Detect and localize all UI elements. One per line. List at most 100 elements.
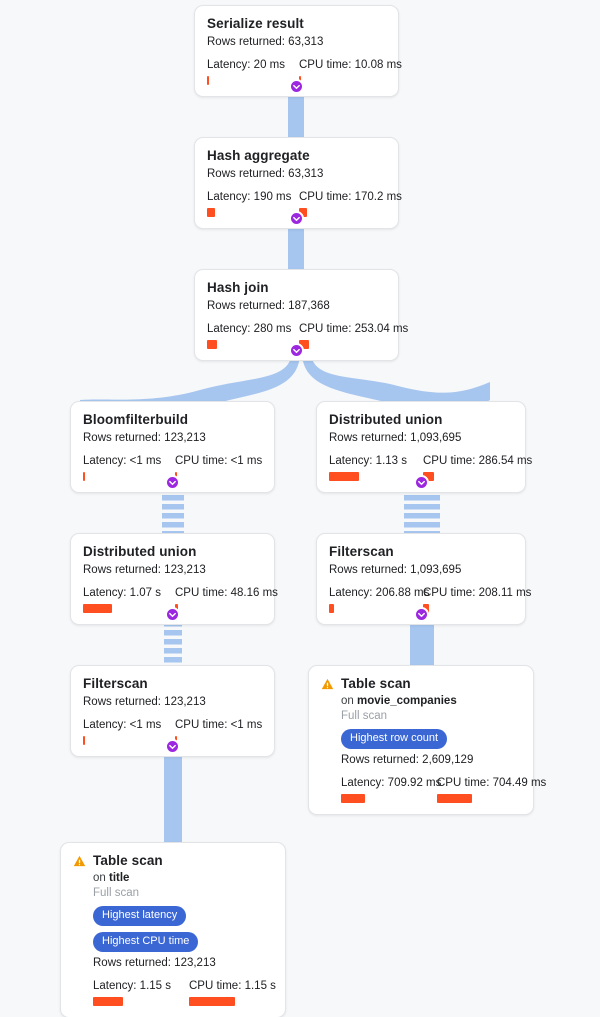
cpu-label: CPU time: 1.15 s — [189, 980, 276, 992]
rows-returned: Rows returned: 123,213 — [83, 431, 206, 444]
node-header: Distributed union Rows returned: 1,093,6… — [329, 412, 513, 446]
collapse-toggle-filterscan-right[interactable] — [414, 607, 429, 622]
badge-list: Highest row count — [341, 728, 521, 749]
table-name: title — [109, 871, 130, 884]
latency-metric: Latency: <1 ms — [83, 454, 175, 481]
cpu-label: CPU time: <1 ms — [175, 454, 263, 467]
collapse-toggle-hash-aggregate[interactable] — [289, 211, 304, 226]
cpu-label: CPU time: 170.2 ms — [299, 190, 402, 203]
latency-metric: Latency: 1.15 s — [93, 979, 189, 1006]
cpu-metric: CPU time: 170.2 ms — [299, 190, 403, 217]
node-title: Table scan — [93, 853, 163, 868]
latency-bar — [329, 471, 360, 481]
latency-label: Latency: <1 ms — [83, 718, 162, 731]
rows-returned: Rows returned: 63,313 — [207, 167, 324, 180]
rows-returned: Rows returned: 2,609,129 — [341, 753, 474, 766]
cpu-metric: CPU time: 208.11 ms — [423, 586, 532, 613]
cpu-label: CPU time: 10.08 ms — [299, 58, 402, 71]
latency-metric: Latency: <1 ms — [83, 718, 175, 745]
cpu-metric: CPU time: 1.15 s — [189, 979, 295, 1006]
cpu-label: CPU time: 286.54 ms — [423, 454, 533, 467]
latency-bar — [83, 603, 112, 613]
collapse-toggle-hash-join[interactable] — [289, 343, 304, 358]
node-title: Distributed union — [329, 412, 443, 427]
cpu-bar — [437, 793, 472, 803]
badge-highest-latency[interactable]: Highest latency — [93, 905, 187, 926]
collapse-toggle-bloomfilterbuild[interactable] — [165, 475, 180, 490]
latency-bar — [341, 793, 365, 803]
latency-bar — [83, 735, 85, 745]
node-header: Filterscan Rows returned: 123,213 — [83, 676, 262, 710]
cpu-metric: CPU time: 253.04 ms — [299, 322, 408, 349]
node-header: Table scan — [73, 853, 273, 870]
edge-filterscan-to-tablescan-title — [164, 748, 182, 844]
plan-node-table-scan-movie-companies[interactable]: Table scan on movie_companies Full scan … — [308, 665, 546, 815]
cpu-label: CPU time: 48.16 ms — [175, 586, 278, 599]
collapse-toggle-distributed-union-right[interactable] — [414, 475, 429, 490]
rows-returned: Rows returned: 123,213 — [93, 956, 216, 969]
node-header: Distributed union Rows returned: 123,213 — [83, 544, 262, 578]
collapse-toggle-filterscan-left[interactable] — [165, 739, 180, 754]
cpu-bar — [189, 996, 235, 1006]
rows-returned: Rows returned: 1,093,695 — [329, 431, 462, 444]
node-metrics: Latency: 1.15 s CPU time: 1.15 s — [73, 979, 276, 1006]
badge-highest-row-count[interactable]: Highest row count — [341, 728, 448, 749]
cpu-metric: CPU time: <1 ms — [175, 454, 275, 481]
cpu-metric: CPU time: 286.54 ms — [423, 454, 533, 481]
node-title: Distributed union — [83, 544, 197, 559]
node-title: Serialize result — [207, 16, 304, 31]
node-header: Hash aggregate Rows returned: 63,313 — [207, 148, 386, 182]
node-header: Serialize result Rows returned: 63,313 — [207, 16, 386, 50]
node-metrics: Latency: <1 ms CPU time: <1 ms — [83, 454, 262, 481]
badge-list: Highest latency Highest CPU time — [93, 905, 273, 952]
latency-bar — [207, 75, 209, 85]
badge-highest-cpu-time[interactable]: Highest CPU time — [93, 931, 199, 952]
latency-metric: Latency: 1.07 s — [83, 586, 175, 613]
warning-triangle-icon — [73, 855, 86, 867]
latency-label: Latency: <1 ms — [83, 454, 162, 467]
node-header: Hash join Rows returned: 187,368 — [207, 280, 386, 314]
latency-metric: Latency: 190 ms — [207, 190, 299, 217]
node-title: Filterscan — [83, 676, 148, 691]
latency-metric: Latency: 280 ms — [207, 322, 299, 349]
on-prefix: on — [93, 871, 109, 884]
latency-bar — [207, 207, 216, 217]
latency-bar — [207, 339, 218, 349]
latency-bar — [93, 996, 123, 1006]
node-title: Table scan — [341, 676, 411, 691]
cpu-metric: CPU time: <1 ms — [175, 718, 275, 745]
warning-triangle-icon — [321, 678, 334, 690]
node-title: Bloomfilterbuild — [83, 412, 189, 427]
latency-metric: Latency: 20 ms — [207, 58, 299, 85]
node-metrics: Latency: 1.13 s CPU time: 286.54 ms — [329, 454, 532, 481]
cpu-bar — [299, 339, 310, 349]
latency-label: Latency: 280 ms — [207, 322, 292, 335]
node-metrics: Latency: 20 ms CPU time: 10.08 ms — [207, 58, 402, 85]
node-header: Table scan — [321, 676, 521, 693]
cpu-metric: CPU time: 704.49 ms — [437, 776, 546, 803]
latency-label: Latency: 190 ms — [207, 190, 292, 203]
chevron-down-icon — [169, 744, 176, 750]
collapse-toggle-serialize-result[interactable] — [289, 79, 304, 94]
plan-node-table-scan-title[interactable]: Table scan on title Full scan Highest la… — [60, 842, 286, 1017]
latency-metric: Latency: 206.88 ms — [329, 586, 429, 613]
cpu-metric: CPU time: 10.08 ms — [299, 58, 402, 85]
cpu-bar — [299, 207, 308, 217]
cpu-label: CPU time: <1 ms — [175, 718, 263, 731]
chevron-down-icon — [418, 480, 425, 486]
rows-returned: Rows returned: 1,093,695 — [329, 563, 462, 576]
scan-type: Full scan — [93, 887, 140, 900]
collapse-toggle-distributed-union-left[interactable] — [165, 607, 180, 622]
latency-label: Latency: 20 ms — [207, 58, 285, 71]
node-title: Hash aggregate — [207, 148, 310, 163]
latency-bar — [329, 603, 334, 613]
latency-metric: Latency: 709.92 ms — [341, 776, 441, 803]
chevron-down-icon — [293, 216, 300, 222]
chevron-down-icon — [169, 612, 176, 618]
cpu-label: CPU time: 208.11 ms — [423, 586, 532, 599]
chevron-down-icon — [418, 612, 425, 618]
chevron-down-icon — [169, 480, 176, 486]
latency-label: Latency: 1.07 s — [83, 586, 161, 599]
rows-returned: Rows returned: 187,368 — [207, 299, 330, 312]
